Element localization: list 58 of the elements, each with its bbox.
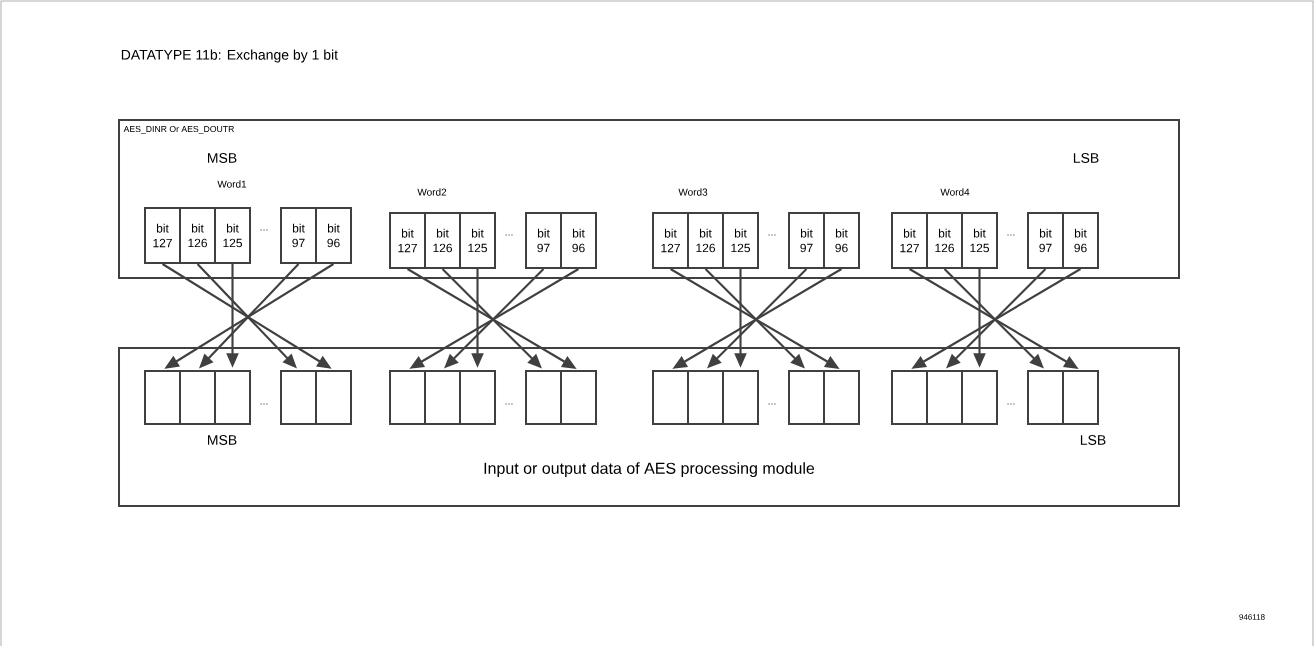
ellipsis: … <box>1007 234 1015 236</box>
word-label: Word4 <box>940 188 970 196</box>
bit-order-label: MSB <box>208 435 237 445</box>
bit-cell: bit 97 <box>280 207 317 264</box>
word-label: Word1 <box>217 180 247 188</box>
bit-cell: bit 97 <box>1027 212 1064 269</box>
bit-order-label: MSB <box>208 153 237 163</box>
data-cell <box>788 370 825 425</box>
bit-cell: bit 125 <box>961 212 998 269</box>
data-cell <box>722 370 759 425</box>
data-cell <box>424 370 461 425</box>
bit-cell: bit 96 <box>315 207 352 264</box>
data-cell <box>389 370 426 425</box>
data-cell <box>144 370 181 425</box>
bit-cell: bit 97 <box>525 212 562 269</box>
ellipsis: … <box>505 234 513 236</box>
figure-number: 946118 <box>1239 614 1265 620</box>
bit-order-label: LSB <box>1073 153 1099 163</box>
data-cell <box>961 370 998 425</box>
bit-cell: bit 127 <box>652 212 689 269</box>
bit-order-label: LSB <box>1080 435 1106 445</box>
data-cell <box>179 370 216 425</box>
data-cell <box>891 370 928 425</box>
ellipsis: … <box>768 403 776 405</box>
bit-cell: bit 127 <box>891 212 928 269</box>
bit-cell: bit 125 <box>459 212 496 269</box>
bit-cell: bit 127 <box>389 212 426 269</box>
bit-cell: bit 125 <box>214 207 251 264</box>
bit-cell: bit 97 <box>788 212 825 269</box>
bit-cell: bit 96 <box>1062 212 1099 269</box>
ellipsis: … <box>260 403 268 405</box>
data-cell <box>560 370 597 425</box>
data-cell <box>214 370 251 425</box>
bit-cell: bit 126 <box>424 212 461 269</box>
bit-cell: bit 126 <box>179 207 216 264</box>
bit-cell: bit 96 <box>823 212 860 269</box>
bit-cell: bit 96 <box>560 212 597 269</box>
data-cell <box>823 370 860 425</box>
data-cell <box>1027 370 1064 425</box>
word-label: Word2 <box>417 188 447 196</box>
data-cell <box>687 370 724 425</box>
data-cell <box>459 370 496 425</box>
data-cell <box>652 370 689 425</box>
word-label: Word3 <box>678 188 708 196</box>
data-cell <box>926 370 963 425</box>
ellipsis: … <box>768 234 776 236</box>
bit-cell: bit 126 <box>926 212 963 269</box>
data-cell <box>525 370 562 425</box>
data-cell <box>280 370 317 425</box>
ellipsis: … <box>260 229 268 231</box>
data-cell <box>1062 370 1099 425</box>
bit-cell: bit 127 <box>144 207 181 264</box>
diagram-title: DATATYPE 11b: Exchange by 1 bit <box>121 49 338 63</box>
bit-cell: bit 125 <box>722 212 759 269</box>
ellipsis: … <box>505 403 513 405</box>
data-cell <box>315 370 352 425</box>
ellipsis: … <box>1007 403 1015 405</box>
bit-cell: bit 126 <box>687 212 724 269</box>
